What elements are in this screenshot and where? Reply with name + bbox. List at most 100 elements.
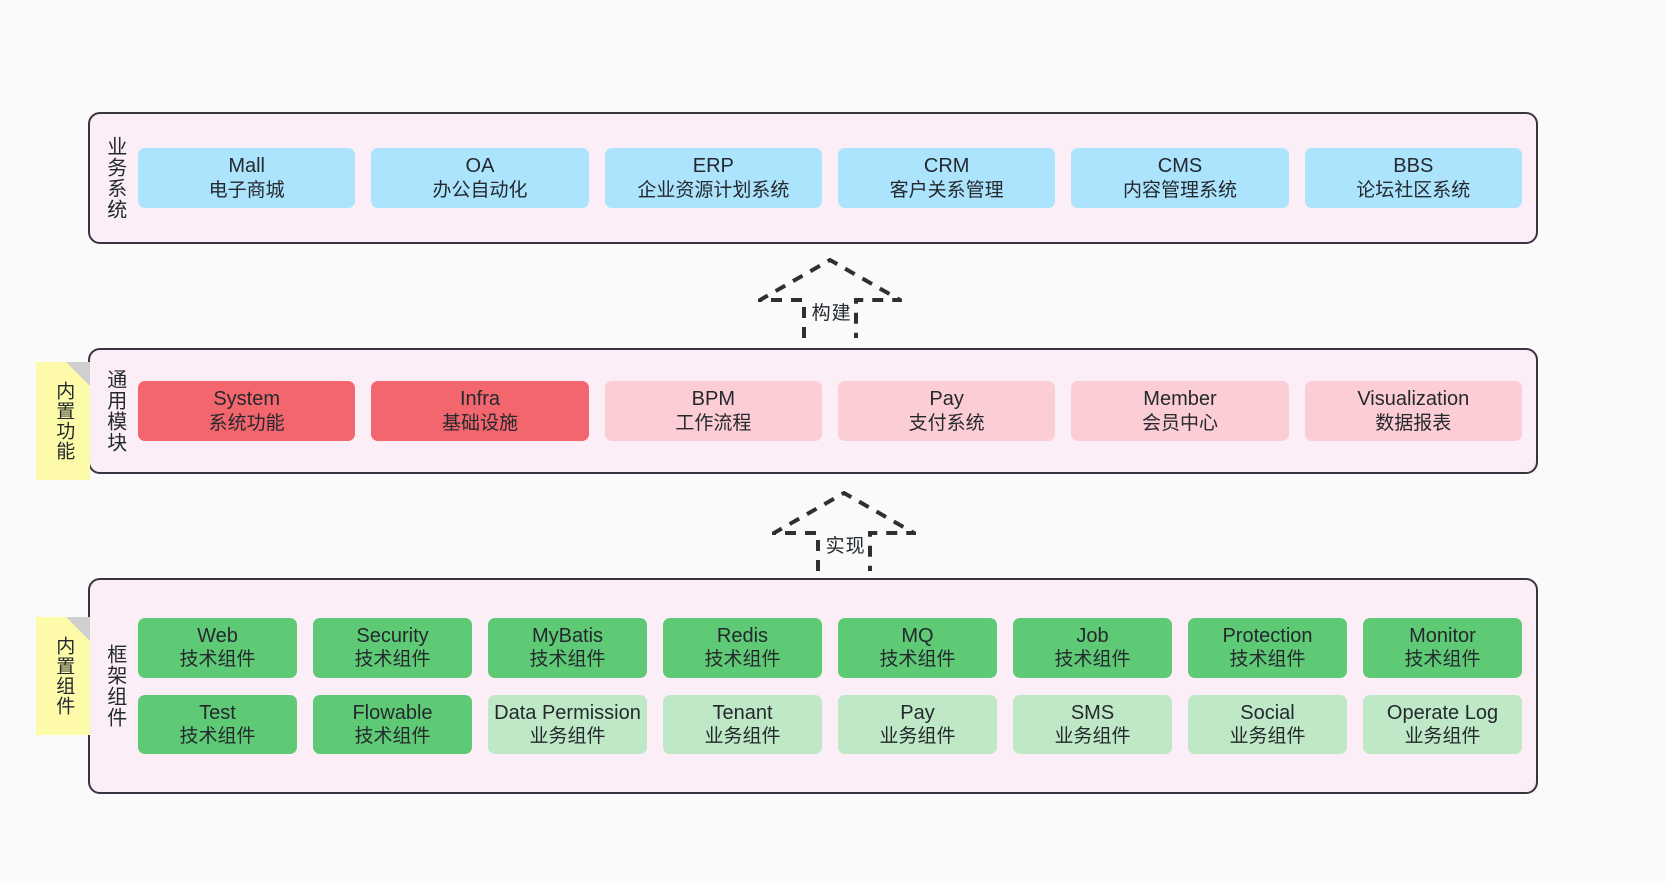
node-row: System 系统功能 Infra 基础设施 BPM 工作流程 Pay 支付系统… bbox=[138, 381, 1522, 441]
node-sms[interactable]: SMS 业务组件 bbox=[1013, 694, 1172, 755]
node-label-en: Visualization bbox=[1357, 388, 1470, 411]
layer-title-common-module: 通用模块 bbox=[103, 369, 126, 453]
node-label-cn: 系统功能 bbox=[208, 412, 285, 434]
node-label-en: Pay bbox=[929, 388, 964, 411]
node-label-en: Tenant bbox=[712, 701, 773, 724]
node-label-en: BBS bbox=[1393, 155, 1434, 178]
node-label-cn: 技术组件 bbox=[179, 649, 256, 671]
node-label-en: Social bbox=[1240, 701, 1295, 724]
node-label-en: CMS bbox=[1157, 155, 1203, 178]
node-label-en: Data Permission bbox=[494, 701, 641, 724]
node-label-cn: 技术组件 bbox=[354, 725, 431, 747]
node-label-en: Job bbox=[1076, 624, 1109, 647]
layer-body-business-system: Mall 电子商城 OA 办公自动化 ERP 企业资源计划系统 CRM 客户关系… bbox=[138, 114, 1536, 242]
node-web[interactable]: Web 技术组件 bbox=[138, 617, 297, 678]
node-test[interactable]: Test 技术组件 bbox=[138, 694, 297, 755]
node-label-en: Monitor bbox=[1409, 624, 1476, 647]
node-mybatis[interactable]: MyBatis 技术组件 bbox=[488, 617, 647, 678]
node-social[interactable]: Social 业务组件 bbox=[1188, 694, 1347, 755]
node-label-en: Infra bbox=[459, 388, 500, 411]
node-security[interactable]: Security 技术组件 bbox=[313, 617, 472, 678]
note-fold-corner-icon bbox=[66, 617, 90, 641]
node-label-en: Redis bbox=[716, 624, 769, 647]
node-data-permission[interactable]: Data Permission 业务组件 bbox=[488, 694, 647, 755]
node-label-cn: 内容管理系统 bbox=[1122, 179, 1237, 201]
node-erp[interactable]: ERP 企业资源计划系统 bbox=[604, 148, 822, 208]
node-label-cn: 电子商城 bbox=[208, 179, 285, 201]
layer-business-system[interactable]: 业务系统 Mall 电子商城 OA 办公自动化 ERP 企业资源计划系统 CRM… bbox=[88, 112, 1538, 244]
node-label-cn: 论坛社区系统 bbox=[1356, 179, 1471, 201]
node-label-en: Security bbox=[356, 624, 429, 647]
node-label-cn: 工作流程 bbox=[675, 412, 752, 434]
layer-title-business-system: 业务系统 bbox=[103, 136, 126, 220]
node-infra[interactable]: Infra 基础设施 bbox=[371, 381, 589, 441]
node-label-en: ERP bbox=[692, 155, 734, 178]
node-crm[interactable]: CRM 客户关系管理 bbox=[837, 148, 1056, 208]
note-fold-corner-icon bbox=[66, 362, 90, 386]
node-cms[interactable]: CMS 内容管理系统 bbox=[1071, 148, 1289, 208]
node-label-en: Flowable bbox=[352, 701, 433, 724]
node-label-cn: 技术组件 bbox=[879, 649, 956, 671]
node-label-en: Pay bbox=[900, 701, 935, 724]
node-label-cn: 业务组件 bbox=[879, 725, 956, 747]
node-oa[interactable]: OA 办公自动化 bbox=[371, 148, 589, 208]
note-label: 内置组件 bbox=[53, 636, 75, 716]
node-label-en: MyBatis bbox=[531, 624, 604, 647]
node-label-en: OA bbox=[465, 155, 495, 178]
node-operate-log[interactable]: Operate Log 业务组件 bbox=[1363, 694, 1522, 755]
node-row: Web 技术组件 Security 技术组件 MyBatis 技术组件 Redi… bbox=[138, 617, 1522, 678]
node-label-en: Member bbox=[1143, 388, 1217, 411]
node-label-cn: 业务组件 bbox=[1404, 725, 1481, 747]
node-protection[interactable]: Protection 技术组件 bbox=[1188, 617, 1347, 678]
connector-label-implement: 实现 bbox=[825, 536, 866, 557]
node-bpm[interactable]: BPM 工作流程 bbox=[604, 381, 822, 441]
node-mall[interactable]: Mall 电子商城 bbox=[138, 148, 356, 208]
node-job[interactable]: Job 技术组件 bbox=[1013, 617, 1172, 678]
node-member[interactable]: Member 会员中心 bbox=[1071, 381, 1289, 441]
node-label-cn: 业务组件 bbox=[1054, 725, 1131, 747]
connector-label-build: 构建 bbox=[811, 303, 852, 324]
note-builtin-function[interactable]: 内置功能 bbox=[36, 362, 90, 480]
node-system[interactable]: System 系统功能 bbox=[138, 381, 356, 441]
node-pay[interactable]: Pay 支付系统 bbox=[837, 381, 1056, 441]
note-builtin-component[interactable]: 内置组件 bbox=[36, 617, 90, 735]
node-label-en: Operate Log bbox=[1386, 701, 1499, 724]
node-label-cn: 技术组件 bbox=[354, 649, 431, 671]
node-label-cn: 业务组件 bbox=[1229, 725, 1306, 747]
node-label-cn: 业务组件 bbox=[529, 725, 606, 747]
node-label-cn: 客户关系管理 bbox=[889, 179, 1004, 201]
node-visualization[interactable]: Visualization 数据报表 bbox=[1304, 381, 1522, 441]
layer-body-common-module: System 系统功能 Infra 基础设施 BPM 工作流程 Pay 支付系统… bbox=[138, 350, 1536, 472]
note-label: 内置功能 bbox=[53, 381, 75, 461]
node-label-cn: 支付系统 bbox=[908, 412, 985, 434]
node-label-en: Test bbox=[199, 701, 236, 724]
node-label-cn: 技术组件 bbox=[704, 649, 781, 671]
layer-framework-component[interactable]: 框架组件 Web 技术组件 Security 技术组件 MyBatis 技术组件… bbox=[88, 578, 1538, 794]
node-label-cn: 技术组件 bbox=[1054, 649, 1131, 671]
node-bbs[interactable]: BBS 论坛社区系统 bbox=[1304, 148, 1522, 208]
layer-title-framework-component: 框架组件 bbox=[103, 644, 126, 728]
node-row: Test 技术组件 Flowable 技术组件 Data Permission … bbox=[138, 694, 1522, 755]
node-label-en: Web bbox=[197, 624, 238, 647]
node-label-en: Mall bbox=[228, 155, 265, 178]
node-row: Mall 电子商城 OA 办公自动化 ERP 企业资源计划系统 CRM 客户关系… bbox=[138, 148, 1522, 208]
node-label-cn: 技术组件 bbox=[1229, 649, 1306, 671]
node-flowable[interactable]: Flowable 技术组件 bbox=[313, 694, 472, 755]
node-label-cn: 技术组件 bbox=[529, 649, 606, 671]
node-pay-biz[interactable]: Pay 业务组件 bbox=[838, 694, 997, 755]
node-tenant[interactable]: Tenant 业务组件 bbox=[663, 694, 822, 755]
node-label-cn: 技术组件 bbox=[1404, 649, 1481, 671]
node-label-en: MQ bbox=[901, 624, 934, 647]
node-mq[interactable]: MQ 技术组件 bbox=[838, 617, 997, 678]
node-label-cn: 业务组件 bbox=[704, 725, 781, 747]
node-label-en: Protection bbox=[1222, 624, 1313, 647]
node-label-cn: 企业资源计划系统 bbox=[637, 179, 790, 201]
node-label-cn: 办公自动化 bbox=[432, 179, 528, 201]
node-redis[interactable]: Redis 技术组件 bbox=[663, 617, 822, 678]
node-label-cn: 会员中心 bbox=[1141, 412, 1218, 434]
connector-build: 构建 bbox=[758, 258, 902, 340]
node-monitor[interactable]: Monitor 技术组件 bbox=[1363, 617, 1522, 678]
node-label-cn: 技术组件 bbox=[179, 725, 256, 747]
layer-common-module[interactable]: 通用模块 System 系统功能 Infra 基础设施 BPM 工作流程 Pay… bbox=[88, 348, 1538, 474]
connector-implement: 实现 bbox=[772, 491, 916, 573]
